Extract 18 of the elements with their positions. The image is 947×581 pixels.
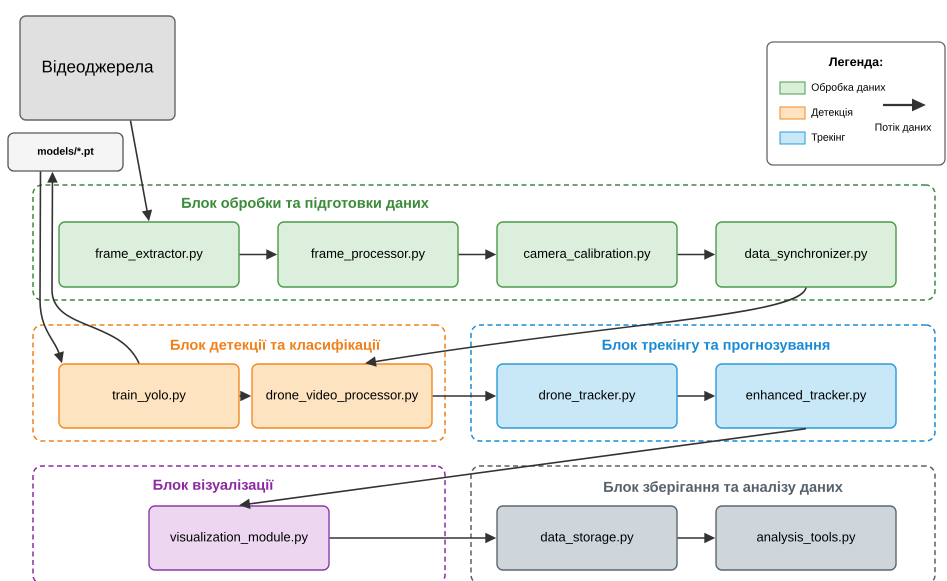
process-box: enhanced_tracker.py	[715, 363, 897, 429]
process-box: frame_processor.py	[277, 221, 459, 288]
process-box: analysis_tools.py	[715, 505, 897, 571]
process-box: drone_tracker.py	[496, 363, 678, 429]
process-box: frame_extractor.py	[58, 221, 240, 288]
legend-text: Потік даних	[876, 123, 932, 133]
process-box: camera_calibration.py	[496, 221, 678, 288]
legend-title: Легенда:	[828, 57, 882, 69]
legend-text: Трекінг	[811, 133, 845, 143]
file-box: models/*.pt	[7, 132, 124, 172]
process-box: data_storage.py	[496, 505, 678, 571]
process-box: data_synchronizer.py	[715, 221, 897, 288]
process-box: visualization_module.py	[148, 505, 330, 571]
process-box: train_yolo.py	[58, 363, 240, 429]
legend-text: Детекція	[811, 108, 852, 118]
process-box: drone_video_processor.py	[251, 363, 433, 429]
process-box: Відеоджерела	[19, 15, 176, 121]
legend-text: Обробка даних	[812, 83, 886, 93]
